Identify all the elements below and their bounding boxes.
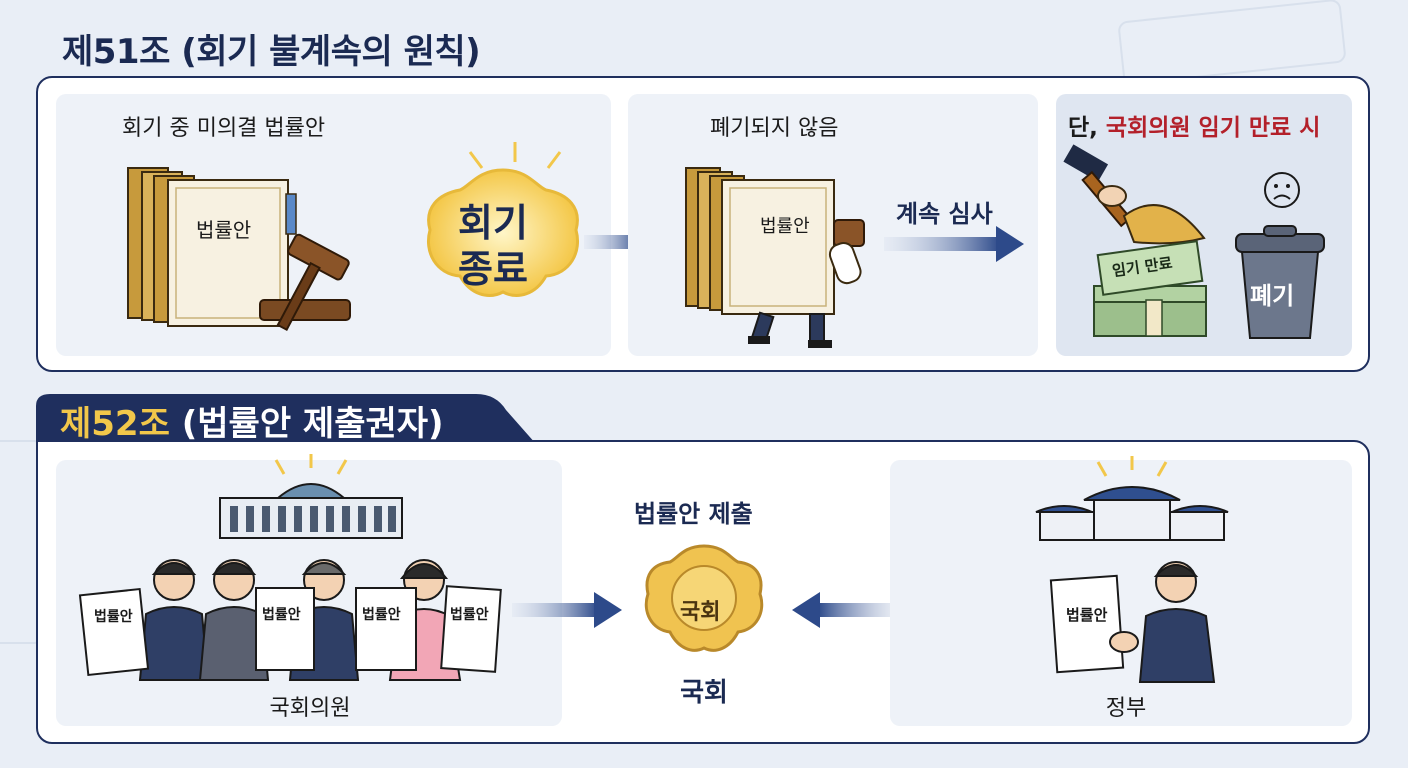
article52-title-tab: [36, 394, 536, 444]
arrow-left-icon: [792, 592, 906, 628]
gavel-icon: [259, 233, 351, 332]
money-stack-icon: [1093, 240, 1207, 337]
term-expiry-heading: 단, 국회의원 임기 만료 시: [1068, 108, 1320, 142]
lawmaker-doc-label-2: 법률안: [262, 607, 301, 623]
lawmakers-caption: 국회의원: [269, 696, 351, 721]
term-expiry-prefix: 단,: [1068, 115, 1106, 141]
lawmaker-doc-label-3: 법률안: [362, 607, 401, 623]
continued-review-label: 계속 심사: [896, 200, 993, 228]
assembly-caption: 국회: [680, 678, 728, 708]
national-assembly-seal-icon: [644, 544, 764, 652]
session-end-badge-rays: [468, 142, 562, 169]
walking-bills-icon: [685, 167, 865, 348]
walking-bill-label: 법률안: [760, 216, 810, 237]
article51-title: 제51조 (회기 불계속의 원칙): [62, 32, 481, 72]
panel-not-discarded-label: 폐기되지 않음: [710, 116, 839, 141]
bill-book-label: 법률안: [196, 218, 252, 242]
article52-title-rest: (법률안 제출권자): [181, 404, 444, 444]
background-decoration: [1117, 0, 1347, 86]
lawmaker-doc-label-1: 법률안: [94, 609, 133, 625]
lawmakers-group-icon: [78, 559, 502, 681]
session-end-text-1: 회기: [458, 201, 528, 245]
session-end-text-2: 종료: [458, 247, 528, 291]
term-expiry-emphasis: 국회의원 임기 만료 시: [1105, 115, 1321, 141]
government-doc-label: 법률안: [1066, 606, 1108, 624]
bill-submission-label: 법률안 제출: [634, 500, 753, 528]
presidential-office-building-icon: [1035, 456, 1229, 541]
lawmaker-doc-label-4: 법률안: [450, 607, 489, 623]
trash-bin-label: 폐기: [1250, 282, 1295, 310]
national-assembly-building-icon: [219, 454, 403, 539]
broom-sweeping-icon: [1063, 144, 1206, 245]
arrow-right-icon: [512, 592, 622, 628]
sad-face-icon: [1264, 172, 1300, 208]
article52-title-number: 제52조: [60, 404, 170, 444]
government-official-icon: [1049, 561, 1216, 683]
government-caption: 정부: [1105, 696, 1147, 721]
session-end-badge: [427, 168, 579, 297]
seal-label: 국회: [680, 600, 721, 625]
trash-bin-icon: [1235, 225, 1325, 339]
article52-title: 제52조 (법률안 제출권자): [60, 396, 444, 445]
bill-books-icon: [127, 167, 297, 327]
arrow-right-icon: [884, 226, 1024, 262]
panel-pending-bills-label: 회기 중 미의결 법률안: [122, 116, 326, 141]
